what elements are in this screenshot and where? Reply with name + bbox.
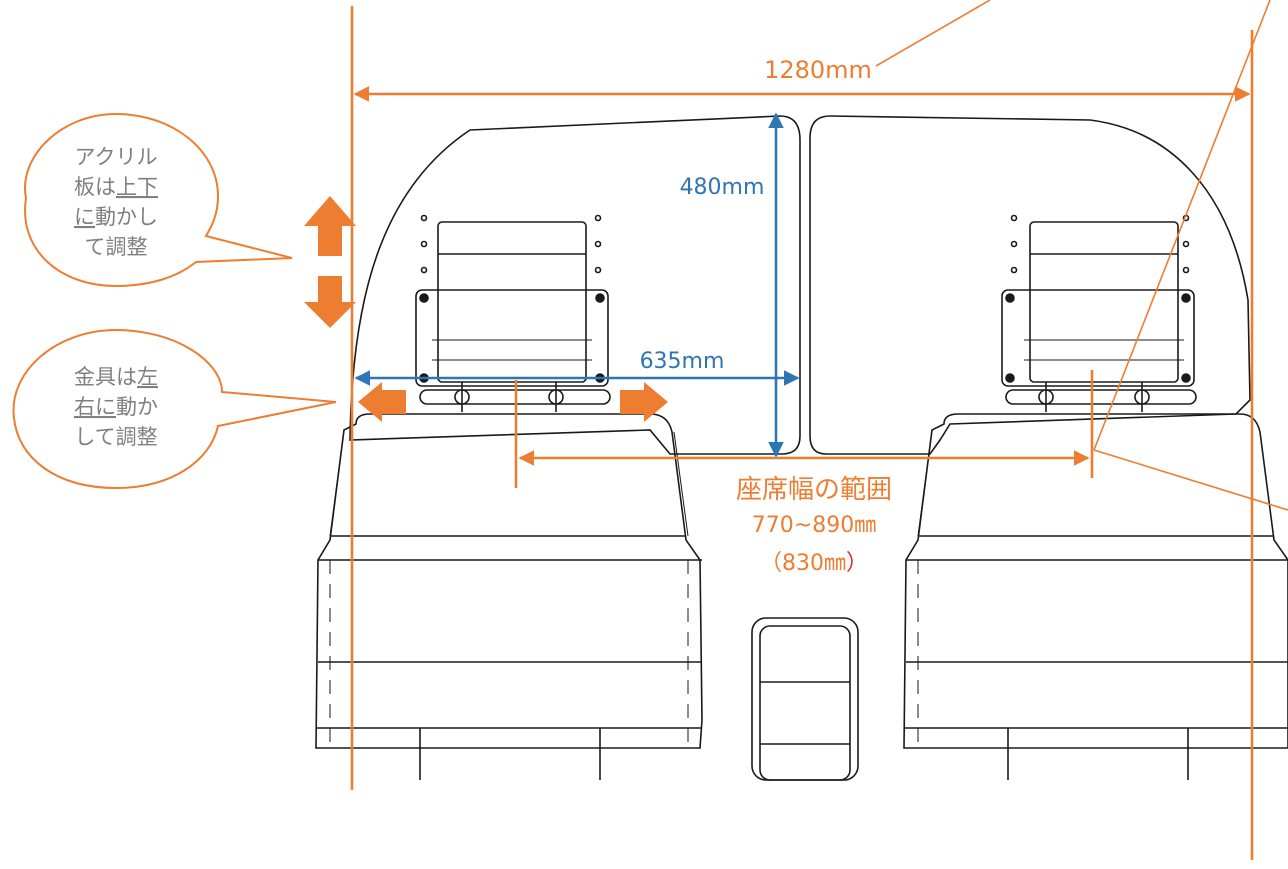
right-headrest xyxy=(1001,214,1197,412)
right-seat-back xyxy=(903,413,1288,780)
bracket-callout-line2-underlined: 右に xyxy=(74,395,116,419)
vertical-adjust-arrows xyxy=(304,196,356,328)
acrylic-callout-line3: に動かし xyxy=(74,205,158,229)
acrylic-callout-line2-underlined: 上下 xyxy=(116,175,158,199)
seat-range-default-open: （ xyxy=(760,551,782,576)
bracket-callout-line1-underlined: 左 xyxy=(137,365,158,389)
acrylic-callout-line3-suffix: 動かし xyxy=(95,205,158,229)
acrylic-callout-line1: アクリル xyxy=(75,145,158,169)
left-seat-back xyxy=(315,413,703,780)
acrylic-callout xyxy=(24,112,293,288)
horizontal-adjust-arrows xyxy=(358,382,668,422)
bracket-callout-line3: して調整 xyxy=(74,425,157,449)
seat-range-default-value: 830㎜ xyxy=(782,551,846,576)
center-armrest xyxy=(751,617,859,781)
orange-dimension-lines xyxy=(350,6,1254,860)
acrylic-callout-line2-prefix: 板は xyxy=(74,175,116,199)
panel-height-label: 480mm xyxy=(680,175,765,200)
up-arrow-icon xyxy=(304,196,356,256)
bracket-callout-line2-suffix: 動か xyxy=(116,395,158,419)
blue-dimension-lines xyxy=(354,112,800,458)
bracket-callout xyxy=(12,328,337,490)
bracket-callout-line1-prefix: 金具は xyxy=(74,365,137,389)
bracket-callout-line2: 右に動か xyxy=(74,395,158,419)
bracket-callout-line1: 金具は左 xyxy=(74,365,158,389)
seat-range-default-close: ） xyxy=(846,551,868,576)
right-arrow-icon xyxy=(620,382,668,422)
acrylic-callout-line2: 板は上下 xyxy=(74,175,158,199)
leader-lines xyxy=(875,0,1288,511)
panel-width-label: 635mm xyxy=(640,349,725,374)
seat-range-default: （830㎜） xyxy=(760,551,868,576)
seat-range-title: 座席幅の範囲 xyxy=(736,475,892,505)
total-width-label: 1280mm xyxy=(764,56,872,84)
acrylic-callout-line4: て調整 xyxy=(85,235,148,259)
seat-drawing xyxy=(315,115,1288,781)
left-headrest xyxy=(415,214,611,412)
left-arrow-icon xyxy=(358,382,406,422)
acrylic-callout-line3-underlined: に xyxy=(74,205,95,229)
down-arrow-icon xyxy=(304,276,356,328)
seat-range-values: 770~890㎜ xyxy=(752,513,876,538)
